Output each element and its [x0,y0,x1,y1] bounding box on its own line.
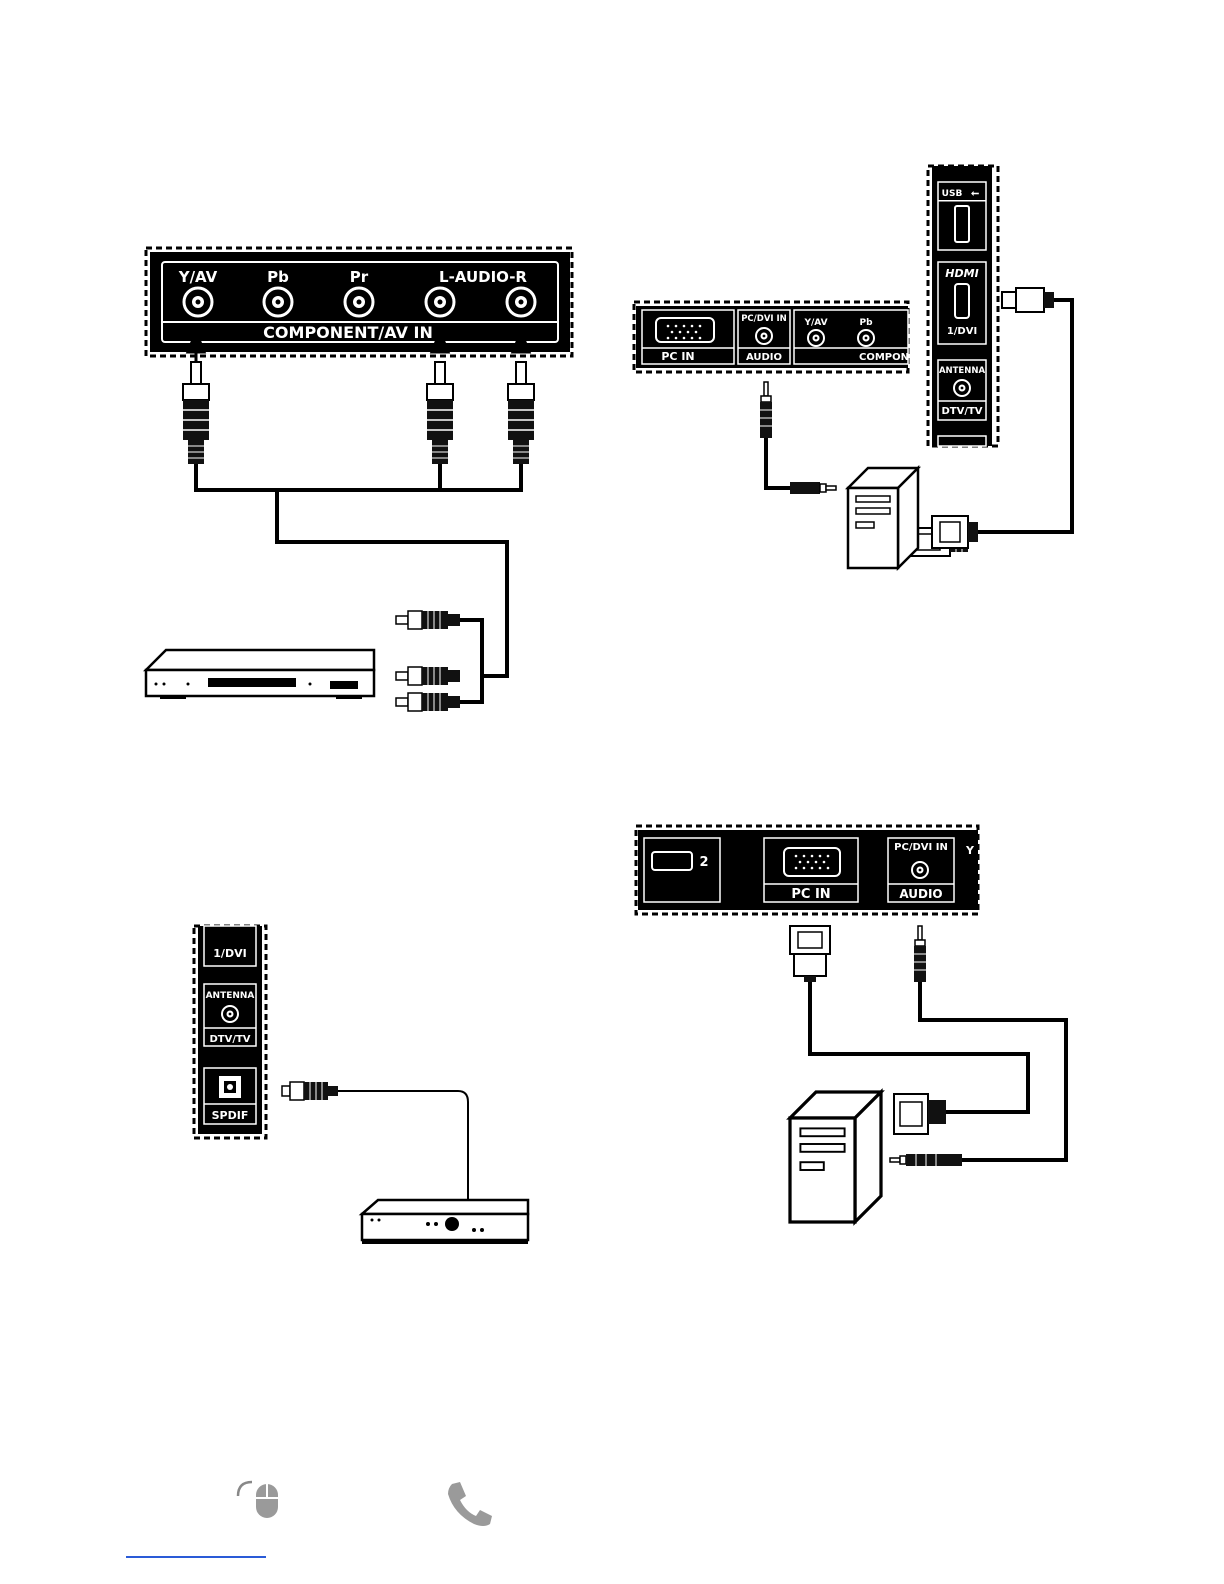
jack-label-pb: Pb [267,268,289,286]
pc-in-label-2: PC IN [791,887,830,902]
hdmi-plug [1002,288,1054,312]
component-av-diagram: Y/AV Pb Pr L-AUDIO-R COMPONENT/AV IN [146,248,572,711]
vga-plug-panel [790,926,830,982]
pc-in-label: PC IN [661,350,694,363]
dvd-player-device [146,650,374,699]
antenna-label: ANTENNA [939,366,986,376]
optical-plug [282,1082,338,1100]
jack-label-audio: L-AUDIO-R [439,268,527,286]
hdmi2-label: 2 [699,855,708,870]
amplifier-device [362,1200,528,1244]
hdmi-label: HDMI [945,267,978,280]
jack-label-yav: Y/AV [178,268,218,286]
dvi-label: 1/DVI [947,326,977,337]
vga-plug-pc-2 [894,1094,946,1134]
spdif-label: SPDIF [212,1109,249,1122]
spdif-diagram: 1/DVI ANTENNA DTV/TV SPDIF [194,926,528,1244]
compon-label: COMPON [859,352,909,363]
usb-label: USB [942,189,963,199]
spdif-dvi-label: 1/DVI [213,947,246,960]
footer-link-underline[interactable] [126,1556,266,1558]
vga-plug-pc [932,516,978,548]
pb-label: Pb [859,318,873,328]
jack-label-pr: Pr [350,268,369,286]
spdif-antenna-label: ANTENNA [206,991,255,1001]
spdif-dtv-label: DTV/TV [209,1034,250,1045]
pc-dvi-in-label: PC/DVI IN [741,314,787,324]
panel-title-component: COMPONENT/AV IN [263,323,433,342]
pc-dvi-in-label-2: PC/DVI IN [894,842,948,853]
phone-icon[interactable] [448,1482,492,1526]
mouse-icon[interactable] [238,1482,278,1518]
y-label-cut: Y [965,844,975,857]
dtv-label: DTV/TV [941,406,982,417]
pc-tower-icon-2 [790,1092,881,1222]
yav-label: Y/AV [803,318,827,328]
pc-tower-icon [848,468,918,568]
mini-plug-pc-2 [890,1154,962,1166]
mini-plug-pc [790,482,836,494]
usb-icon: ⭠ [971,188,979,199]
pc-hdmi-diagram: PC IN PC/DVI IN AUDIO Y/AV Pb COMPON USB… [634,166,1072,568]
audio-label-2: AUDIO [899,887,942,901]
audio-label: AUDIO [746,352,782,363]
pc-in-diagram: 2 PC IN PC/DVI IN AUDIO Y [636,826,1066,1222]
